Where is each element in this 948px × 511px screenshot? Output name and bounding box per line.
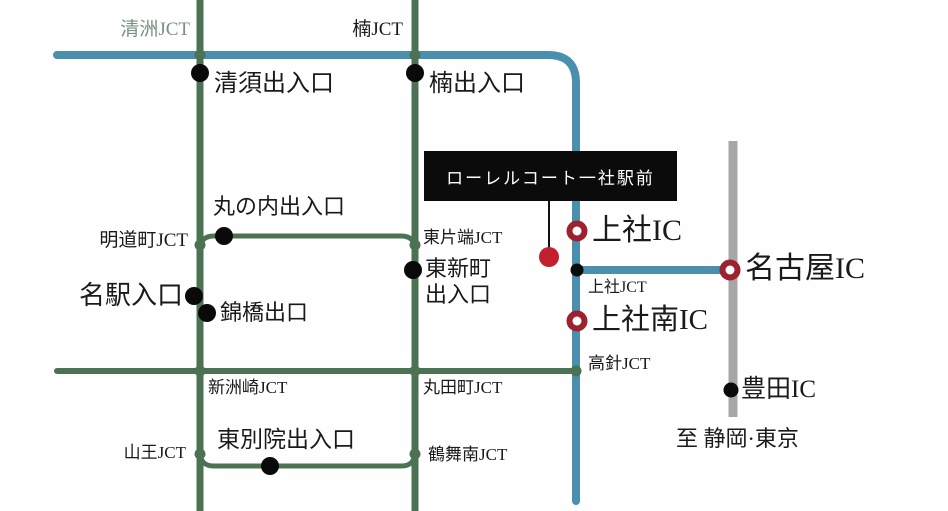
label-takabari-jct: 高針JCT — [588, 354, 651, 373]
label-kiyosu-exit: 清須出入口 — [214, 71, 334, 97]
label-higashikataha-jct: 東片端JCT — [423, 228, 503, 247]
ic-rings-red — [566, 220, 741, 332]
sanno-jct-dot — [194, 448, 206, 460]
kusunoki-jct-dot — [409, 49, 421, 61]
label-meidocho-jct: 明道町JCT — [99, 230, 188, 251]
entrance-dots-black — [185, 64, 739, 475]
higashikataha-jct-dot — [409, 239, 421, 251]
meieki-entrance-dot — [185, 287, 203, 305]
label-higashishincho-line1: 東新町 — [425, 256, 492, 281]
label-kusunoki-exit: 楠出入口 — [429, 71, 525, 97]
label-kamiyashiro-minami-ic: 上社南IC — [592, 304, 709, 336]
label-shinsuzaki-jct: 新洲崎JCT — [208, 378, 288, 397]
label-marunouchi-exit: 丸の内出入口 — [213, 194, 346, 219]
label-marutacho-jct: 丸田町JCT — [423, 378, 503, 397]
green-road-loop-lower — [197, 449, 418, 469]
label-kiyosu-jct: 清洲JCT — [120, 19, 190, 40]
label-higashishincho-line2: 出入口 — [425, 282, 492, 307]
label-nagoya-ic: 名古屋IC — [745, 252, 865, 285]
kamiyashiro-jct-dot — [570, 263, 584, 277]
property-name-box: ローレルコート一社駅前 — [424, 151, 677, 201]
shinsuzaki-jct-dot — [194, 365, 206, 377]
toyota-ic-dot — [723, 382, 739, 398]
label-nishikibashi-exit: 錦橋出口 — [220, 300, 309, 325]
kiyosu-jct-dot — [194, 49, 206, 61]
jct-dots-green — [194, 49, 582, 460]
tobetsuin-exit-dot — [261, 457, 279, 475]
property-name-label: ローレルコート一社駅前 — [446, 168, 655, 188]
meidocho-jct-dot — [194, 239, 206, 251]
label-tobetsuin-exit: 東別院出入口 — [217, 427, 355, 452]
label-sanno-jct: 山王JCT — [123, 443, 186, 462]
marunouchi-exit-dot — [215, 227, 233, 245]
kamiyashiro-ic-ring — [566, 220, 588, 242]
kusunoki-exit-dot — [406, 64, 424, 82]
takabari-jct-dot — [570, 365, 582, 377]
tsurumai-minami-jct-dot — [409, 448, 421, 460]
label-toyota-ic: 豊田IC — [741, 376, 817, 403]
label-kamiyashiro-jct: 上社JCT — [588, 279, 647, 296]
property-location-dot — [539, 247, 559, 267]
label-kamiyashiro-ic: 上社IC — [592, 214, 682, 247]
kamiyashiro-minami-ic-ring — [566, 310, 588, 332]
nishikibashi-exit-dot — [198, 304, 216, 322]
kiyosu-exit-dot — [191, 64, 209, 82]
marutacho-jct-dot — [409, 365, 421, 377]
label-tsurumai-minami-jct: 鶴舞南JCT — [428, 445, 508, 464]
nagoya-ic-ring — [719, 259, 741, 281]
blue-road-main — [53, 51, 580, 505]
label-meieki-entrance: 名駅入口 — [78, 281, 183, 310]
label-kusunoki-jct: 楠JCT — [352, 19, 403, 40]
label-to-shizuoka-tokyo: 至 静岡·東京 — [676, 426, 799, 451]
higashishincho-exit-dot — [404, 261, 422, 279]
